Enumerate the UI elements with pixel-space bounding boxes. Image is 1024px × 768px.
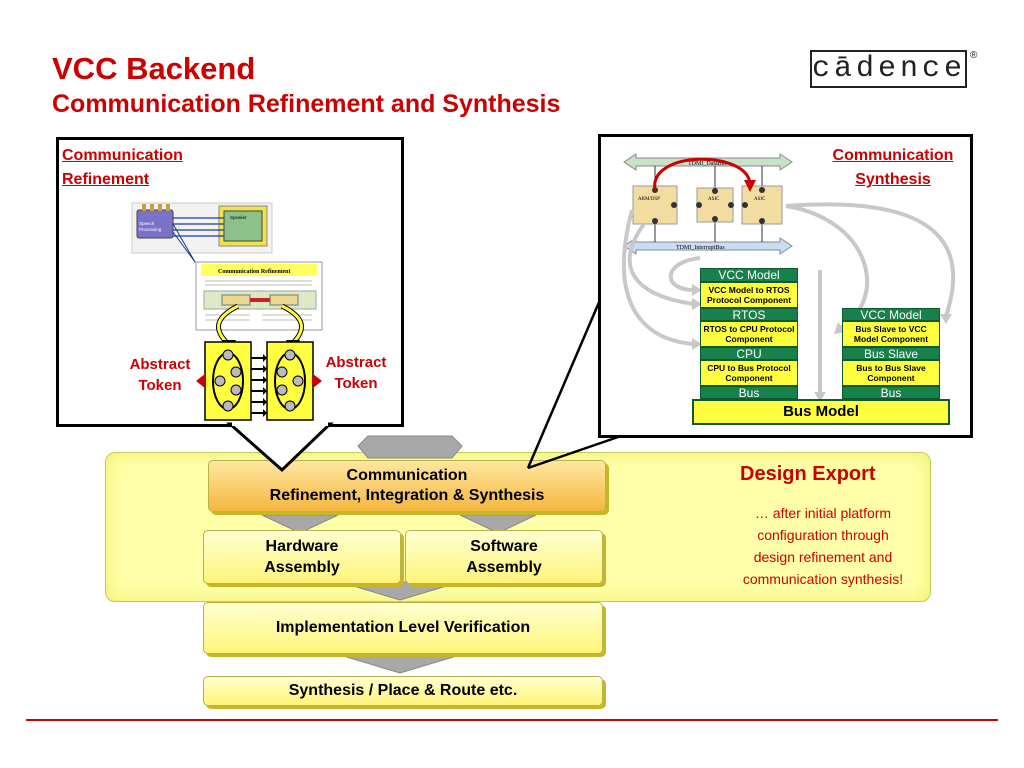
left-stack-vcc-model: VCC Model: [700, 268, 798, 282]
mini-sink-label: Speaker: [230, 215, 247, 220]
export-line-4: communication synthesis!: [742, 571, 904, 587]
gray-arrow-1: [627, 222, 695, 306]
footer-divider: [26, 719, 998, 721]
hw-line-1: Hardware: [265, 538, 339, 555]
token-left-line-2: Token: [138, 377, 182, 394]
sw-line-2: Assembly: [466, 559, 542, 576]
mini-doc-title: Communication Refinement: [218, 269, 291, 275]
synthesis-label: Synthesis / Place & Route etc.: [288, 682, 518, 699]
abstract-token-left: Abstract Token: [120, 354, 200, 396]
right-stack-bus-to-bus: Bus to Bus Slave Component: [842, 360, 940, 386]
comm-line-2: Refinement, Integration & Synthesis: [269, 487, 545, 504]
verification-label: Implementation Level Verification: [275, 619, 531, 636]
left-stack-cpu-to-bus: CPU to Bus Protocol Component: [700, 360, 798, 386]
abstract-token-right: Abstract Token: [316, 352, 396, 394]
synthesis-label: Communication Synthesis: [820, 144, 966, 192]
implementation-verification-box: Implementation Level Verification: [203, 602, 603, 654]
svg-text:ARM/DSP: ARM/DSP: [638, 197, 660, 202]
synthesis-label-line-2: Synthesis: [855, 171, 931, 188]
databus-arrow: [623, 153, 793, 171]
interruptbus-label: TDMI_InterruptBus: [676, 245, 725, 251]
hardware-assembly-box: Hardware Assembly: [203, 530, 401, 584]
export-line-2: configuration through: [757, 527, 889, 543]
synthesis-label-line-1: Communication: [832, 147, 954, 164]
design-export-description: … after initial platform configuration t…: [706, 502, 940, 590]
refinement-label-line-2: Refinement: [62, 171, 150, 188]
right-stack-bus: Bus: [842, 386, 940, 399]
svg-text:ASIC: ASIC: [708, 197, 720, 202]
transfer-arrow: [653, 157, 752, 191]
export-line-1: … after initial platform: [754, 505, 892, 521]
design-export-title: Design Export: [740, 463, 876, 485]
left-stack-cpu: CPU: [700, 347, 798, 360]
svg-text:Processing: Processing: [139, 227, 162, 232]
arrow-comm-to-hw: [261, 514, 339, 534]
token-left-line-1: Abstract: [129, 356, 191, 373]
refinement-label: Communication Refinement: [62, 144, 183, 192]
slide-subtitle: Communication Refinement and Synthesis: [52, 90, 561, 118]
mini-source-label: Speech: [139, 221, 155, 226]
refinement-label-line-1: Communication: [62, 147, 183, 164]
left-stack-vcc-to-rtos: VCC Model to RTOS Protocol Component: [700, 282, 798, 308]
speaker-block: [223, 210, 263, 242]
comm-line-1: Communication: [346, 467, 468, 484]
arrow-to-synth: [339, 654, 461, 674]
arrow-into-comm: [357, 435, 463, 459]
registered-mark: ®: [970, 50, 978, 61]
svg-text:ASIC: ASIC: [754, 197, 766, 202]
sw-line-1: Software: [470, 538, 538, 555]
export-line-3: design refinement and: [753, 549, 893, 565]
software-assembly-box: Software Assembly: [405, 530, 603, 584]
slide-title: VCC Backend: [52, 51, 256, 86]
arrow-comm-to-sw: [459, 514, 537, 534]
databus-label: TDMI_DataBus: [688, 161, 728, 167]
left-stack-rtos: RTOS: [700, 308, 798, 321]
token-right-line-2: Token: [334, 375, 378, 392]
left-stack-bus: Bus: [700, 386, 798, 399]
token-right-line-1: Abstract: [325, 354, 387, 371]
comm-refinement-integration-synthesis-box: Communication Refinement, Integration & …: [208, 460, 606, 512]
right-stack-bus-slave-to-vcc: Bus Slave to VCC Model Component: [842, 321, 940, 347]
cadence-logo: cādence: [810, 50, 967, 88]
right-stack-vcc-model: VCC Model: [842, 308, 940, 321]
synthesis-place-route-box: Synthesis / Place & Route etc.: [203, 676, 603, 706]
left-stack-rtos-to-cpu: RTOS to CPU Protocol Component: [700, 321, 798, 347]
hw-line-2: Assembly: [264, 559, 340, 576]
right-stack-bus-slave: Bus Slave: [842, 347, 940, 360]
bus-model-bar: Bus Model: [692, 399, 950, 425]
